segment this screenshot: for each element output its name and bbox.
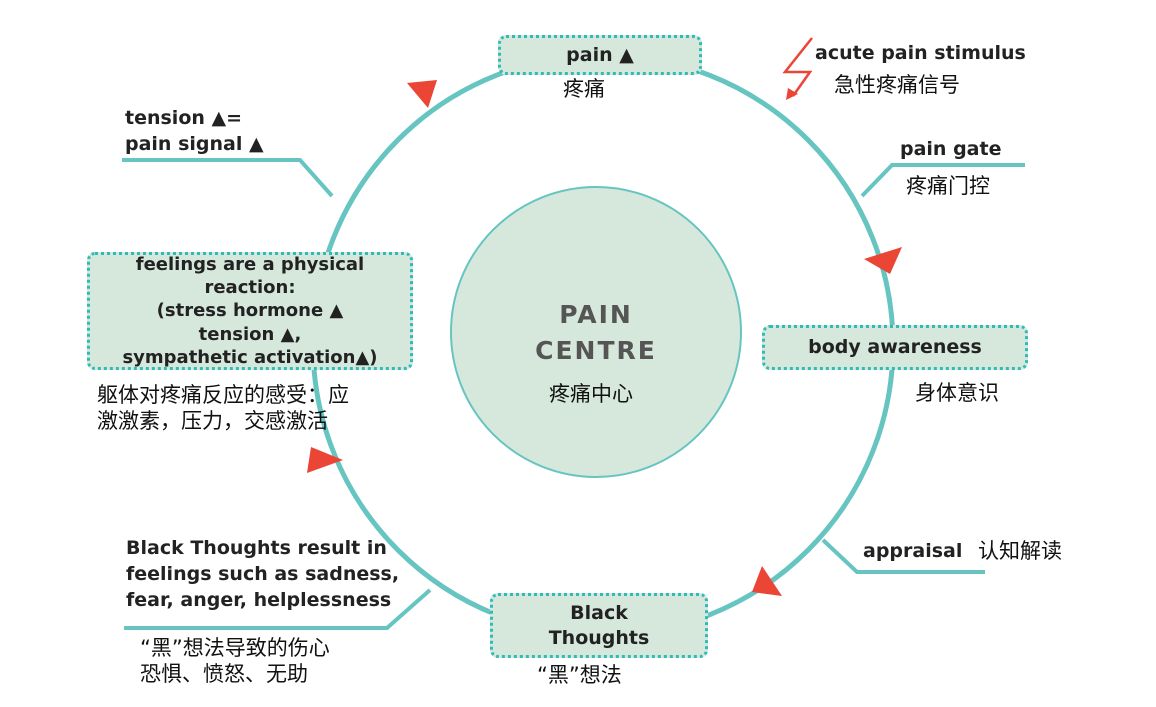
node-feelings[interactable]: feelings are a physical reaction: (stres… <box>87 252 413 370</box>
lightning-arrowhead-icon <box>786 88 798 100</box>
node-black-thoughts-line1: Black <box>570 601 628 624</box>
tension-line1: tension ▲= <box>125 107 243 129</box>
tension-line2: pain signal ▲ <box>125 133 264 156</box>
node-feelings-line4: sympathetic activation▲) <box>122 347 378 369</box>
tension-label: tension ▲= pain signal ▲ <box>125 105 264 157</box>
black-result-label: Black Thoughts result in feelings such a… <box>126 535 399 614</box>
black-result-zh: “黑”想法导致的伤心 恐惧、愤怒、无助 <box>140 635 330 688</box>
black-result-line2: feelings such as sadness, <box>126 563 400 586</box>
tension-leader <box>122 158 334 198</box>
arrow-icon <box>307 447 343 473</box>
black-result-zh-line2: 恐惧、愤怒、无助 <box>140 662 308 687</box>
pain-gate-zh: 疼痛门控 <box>906 174 990 198</box>
node-pain-label: pain ▲ <box>566 43 634 66</box>
black-result-line3: fear, anger, helplessness <box>126 589 392 612</box>
black-result-line1: Black Thoughts result in <box>126 537 387 559</box>
lightning-bolt-icon <box>782 37 813 97</box>
node-body-awareness-zh: 身体意识 <box>915 381 999 405</box>
appraisal-zh: 认知解读 <box>978 539 1062 563</box>
node-pain-zh: 疼痛 <box>563 77 605 101</box>
node-black-thoughts[interactable]: Black Thoughts <box>490 593 708 658</box>
pain-centre-title: PAIN CENTRE <box>496 297 696 370</box>
arrow-icon <box>752 566 782 596</box>
arrow-icon <box>407 80 437 108</box>
pain-centre-zh: 疼痛中心 <box>549 382 633 406</box>
node-feelings-zh-line1: 躯体对疼痛反应的感受：应 <box>97 383 349 407</box>
node-body-awareness[interactable]: body awareness <box>762 325 1028 370</box>
node-black-thoughts-line2: Thoughts <box>548 626 650 649</box>
pain-gate-leader <box>860 163 1025 198</box>
node-feelings-zh: 躯体对疼痛反应的感受：应 激激素，压力，交感激活 <box>97 382 349 435</box>
node-feelings-line2: (stress hormone ▲ <box>156 300 344 322</box>
black-result-leader <box>124 588 432 630</box>
appraisal-label: appraisal <box>863 540 963 562</box>
black-result-zh-line1: “黑”想法导致的伤心 <box>140 636 330 660</box>
node-body-awareness-label: body awareness <box>808 336 982 359</box>
pain-centre-circle <box>450 186 742 478</box>
pain-centre-line1: PAIN <box>559 300 633 329</box>
node-pain[interactable]: pain ▲ <box>498 35 702 75</box>
pain-gate-label: pain gate <box>900 138 1002 160</box>
appraisal-leader <box>821 538 985 574</box>
node-feelings-line1: feelings are a physical reaction: <box>135 253 365 298</box>
pain-centre-line2: CENTRE <box>535 336 657 366</box>
acute-stimulus-zh: 急性疼痛信号 <box>834 73 960 97</box>
arrow-icon <box>864 247 902 274</box>
node-feelings-zh-line2: 激激素，压力，交感激活 <box>97 409 328 434</box>
acute-stimulus-label: acute pain stimulus <box>815 42 1026 64</box>
node-black-thoughts-zh: “黑”想法 <box>537 663 622 687</box>
node-feelings-line3: tension ▲, <box>198 323 302 345</box>
